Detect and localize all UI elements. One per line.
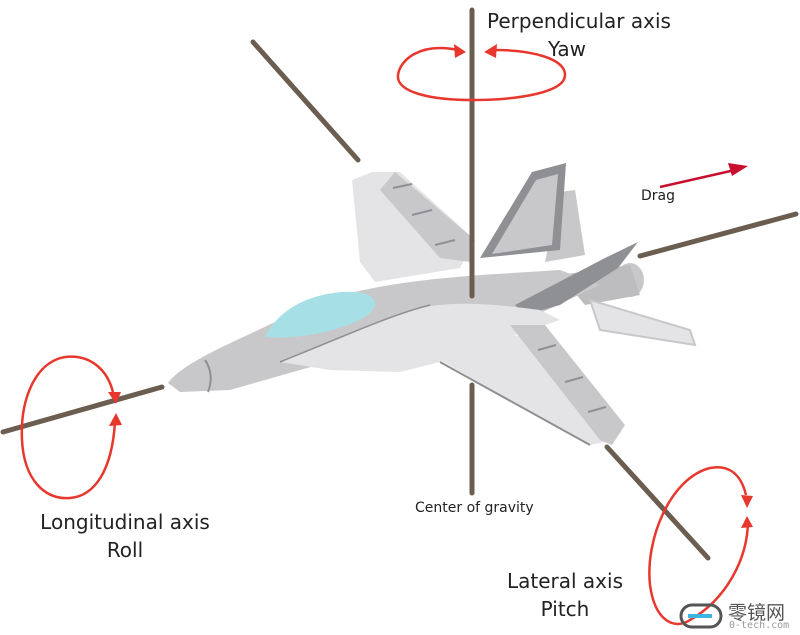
watermark-url: 0-tech.com [729,620,790,631]
pitch-label: Pitch [540,597,590,621]
yaw-label: Yaw [547,37,587,61]
roll-label: Roll [106,538,144,562]
longitudinal-axis-label: Longitudinal axis Roll [20,508,230,564]
lateral-axis-title: Lateral axis [506,569,623,593]
longitudinal-axis-nose [0,384,165,435]
yaw-rotation-arrow [396,44,567,102]
drag-label: Drag [641,188,676,204]
longitudinal-axis-tail [637,211,799,259]
lateral-axis-front [604,444,711,561]
drag-arrow [659,163,748,189]
lateral-axis-label: Lateral axis Pitch [495,567,635,623]
roll-rotation-arrow [20,355,122,500]
longitudinal-axis-title: Longitudinal axis [40,510,210,534]
lateral-axis-back [250,39,361,163]
perpendicular-axis-title: Perpendicular axis [487,9,671,33]
perpendicular-axis-label: Perpendicular axis Yaw [487,7,671,63]
center-of-gravity-label: Center of gravity [415,500,534,516]
aircraft [168,163,697,446]
pitch-rotation-arrow [648,466,753,626]
watermark-brand: 零镜网 [728,602,786,624]
watermark-logo-icon [679,603,723,629]
